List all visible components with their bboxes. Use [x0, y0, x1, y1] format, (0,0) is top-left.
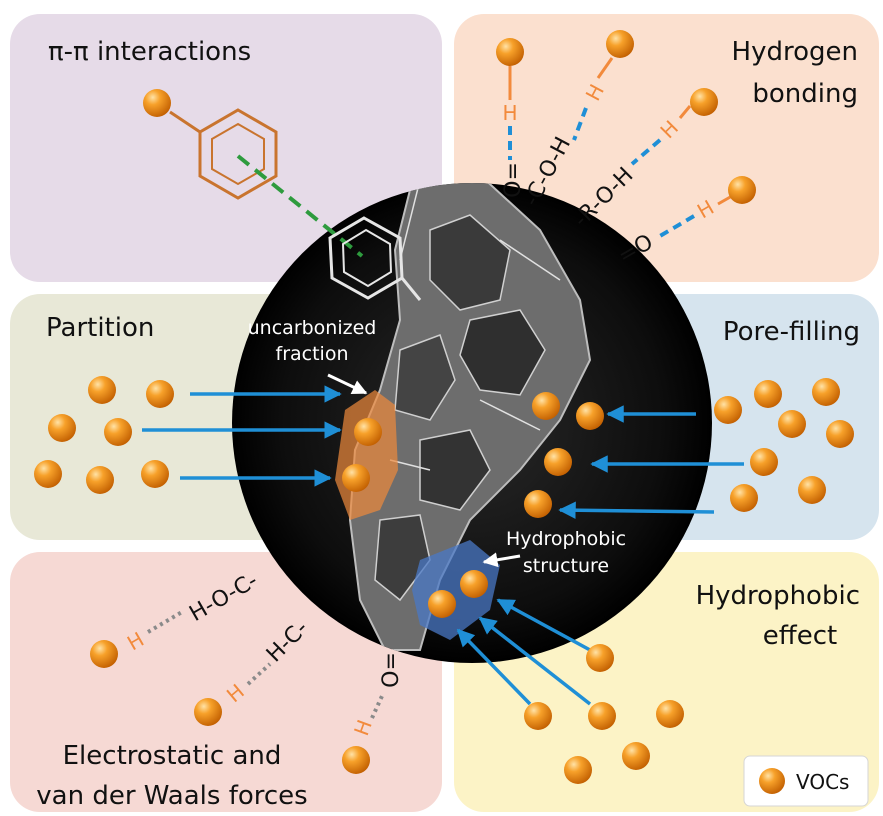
pi-stacking-dash	[236, 154, 364, 258]
voc-sphere	[622, 742, 650, 770]
voc-sphere	[88, 376, 116, 404]
voc-sphere	[524, 490, 552, 518]
voc-sphere	[728, 176, 756, 204]
orange-sphere-icon	[759, 768, 785, 794]
electro-o-label: O=	[379, 652, 404, 688]
voc-sphere	[48, 414, 76, 442]
voc-sphere	[86, 466, 114, 494]
voc-sphere	[606, 30, 634, 58]
hydrophobic-structure-label-line2: structure	[523, 555, 609, 577]
legend-box: VOCs	[743, 755, 869, 807]
voc-sphere	[354, 418, 382, 446]
pore-filling-title: Pore-filling	[723, 317, 860, 347]
legend-label: VOCs	[796, 770, 849, 794]
voc-sphere	[146, 380, 174, 408]
voc-sphere	[532, 392, 560, 420]
partition-title: Partition	[46, 313, 154, 343]
voc-sphere	[342, 464, 370, 492]
voc-spheres	[34, 30, 854, 784]
voc-sphere	[588, 702, 616, 730]
electrostatic-title-line1: Electrostatic and	[63, 741, 282, 771]
voc-sphere	[428, 590, 456, 618]
voc-sphere	[460, 570, 488, 598]
electrostatic-title-line2: van der Waals forces	[36, 781, 307, 811]
voc-sphere	[496, 38, 524, 66]
voc-sphere	[826, 420, 854, 448]
uncarbonized-label-line1: uncarbonized	[248, 317, 377, 339]
adsorption-arrows	[142, 385, 744, 706]
hydrophobic-structure-label-line1: Hydrophobic	[506, 528, 626, 550]
voc-sphere	[564, 756, 592, 784]
svg-text:H: H	[502, 101, 517, 125]
voc-sphere	[812, 378, 840, 406]
voc-sphere	[778, 410, 806, 438]
voc-sphere	[754, 380, 782, 408]
uncarbonized-label-line2: fraction	[276, 343, 349, 365]
voc-sphere	[798, 476, 826, 504]
carbonyl-o-label: O=	[501, 162, 526, 198]
hydrogen-bonding-title-line2: bonding	[752, 79, 858, 109]
voc-sphere	[576, 402, 604, 430]
hydrogen-bonding-title-line1: Hydrogen	[732, 37, 858, 67]
hydrophobic-effect-title-line2: effect	[763, 621, 837, 651]
uncarbonized-pointer-arrow	[327, 373, 368, 395]
voc-sphere	[750, 448, 778, 476]
voc-sphere	[104, 418, 132, 446]
voc-sphere	[34, 460, 62, 488]
voc-sphere	[524, 702, 552, 730]
voc-sphere	[730, 484, 758, 512]
hydrophobic-effect-title-line1: Hydrophobic	[696, 581, 860, 611]
voc-sphere	[141, 460, 169, 488]
benzene-ring-surface	[328, 216, 422, 301]
hydrophobic-pointer-arrow	[482, 552, 521, 568]
voc-sphere	[544, 448, 572, 476]
pi-pi-title: π-π interactions	[48, 37, 251, 67]
voc-sphere	[90, 640, 118, 668]
panel-pi-pi	[10, 14, 442, 282]
voc-sphere	[586, 644, 614, 672]
voc-sphere	[143, 89, 171, 117]
voc-sphere	[656, 700, 684, 728]
voc-sphere	[342, 746, 370, 774]
benzene-ring-adsorbate	[169, 108, 278, 200]
voc-sphere	[690, 88, 718, 116]
voc-sphere	[194, 698, 222, 726]
voc-sphere	[714, 396, 742, 424]
biochar-sem-disc	[232, 183, 712, 663]
